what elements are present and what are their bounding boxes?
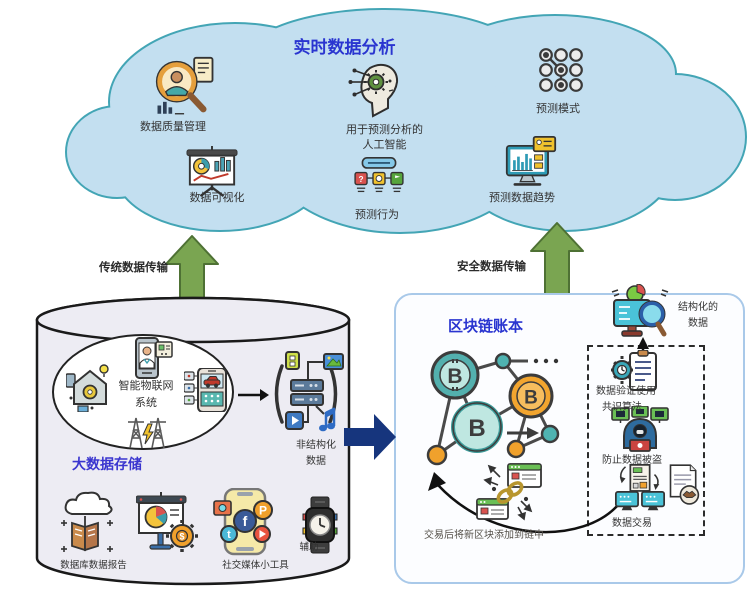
unstructured-data-icon	[274, 351, 344, 432]
predict-behavior-label: 预测行为	[355, 209, 399, 221]
data-transaction-icon	[614, 464, 666, 511]
storage-title: 大数据存储	[72, 456, 142, 472]
add-block-chain-icon	[476, 463, 542, 521]
database-books-icon	[61, 491, 113, 552]
validation-label-line1: 数据验证使用	[596, 386, 656, 397]
add-block-label: 交易后将新区块添加到链中	[424, 530, 544, 541]
blockchain-title: 区块链账本	[447, 318, 523, 335]
anti-theft-hacker-icon	[611, 406, 669, 452]
svg-text:t: t	[227, 529, 231, 541]
report-chart-icon: $	[136, 492, 198, 552]
data-visualization-label: 数据可视化	[189, 192, 245, 204]
unstructured-label-line2: 数据	[306, 456, 326, 467]
svg-text:B: B	[447, 365, 462, 388]
bitcoin-network: B B B	[426, 337, 649, 534]
power-towers-icon	[128, 417, 166, 449]
data-quality-label: 数据质量管理	[140, 121, 206, 133]
predict-pattern-icon	[539, 48, 583, 92]
iot-to-unstructured-arrow	[238, 389, 269, 401]
predict-pattern-label: 预测模式	[536, 103, 580, 115]
ai-head-icon	[348, 63, 399, 118]
secure-transfer-arrow	[530, 222, 584, 297]
secure-transfer-label: 安全数据传输	[457, 261, 526, 273]
social-media-phone-icon: f t P	[213, 488, 273, 556]
database-report-label: 数据库数据报告	[60, 560, 127, 571]
svg-text:f: f	[243, 513, 248, 529]
structured-data-icon	[611, 284, 669, 337]
svg-text:P: P	[259, 504, 267, 518]
structured-label-line1: 结构化的	[678, 302, 718, 313]
predict-trend-icon	[505, 136, 557, 186]
predict-behavior-icon: ?	[354, 157, 404, 193]
wearable-label: 辅助	[299, 542, 319, 553]
structured-label-line2: 数据	[688, 318, 708, 329]
predict-trend-label: 预测数据趋势	[489, 192, 555, 204]
social-media-label: 社交媒体小工具	[222, 560, 289, 571]
smartwatch-icon	[302, 496, 338, 554]
ai-label-line2: 人工智能	[362, 139, 407, 151]
ai-label-line1: 用于预测分析的	[346, 124, 423, 136]
data-quality-icon	[155, 56, 214, 115]
handshake-contract-icon	[669, 464, 700, 505]
anti-theft-label: 防止数据被盗	[602, 455, 662, 466]
iot-label-line1: 智能物联网	[118, 380, 174, 392]
consensus-clipboard-icon	[611, 350, 657, 391]
storage-to-blockchain-arrow	[344, 414, 396, 460]
svg-text:B: B	[468, 415, 485, 442]
data-transaction-label: 数据交易	[612, 518, 652, 529]
iot-phone-health-icon	[135, 337, 173, 379]
cloud-title: 实时数据分析	[293, 38, 396, 57]
validation-label-line2: 共识算法	[602, 402, 642, 413]
svg-text:?: ?	[359, 175, 364, 184]
iot-phone-car-icon	[184, 368, 227, 412]
unstructured-label-line1: 非结构化	[296, 440, 336, 451]
iot-label-line2: 系统	[135, 397, 157, 409]
svg-text:B: B	[524, 388, 538, 409]
svg-text:$: $	[179, 532, 184, 542]
smart-home-icon	[66, 364, 109, 412]
traditional-transfer-label: 传统数据传输	[99, 262, 168, 274]
data-visualization-icon	[186, 146, 238, 198]
